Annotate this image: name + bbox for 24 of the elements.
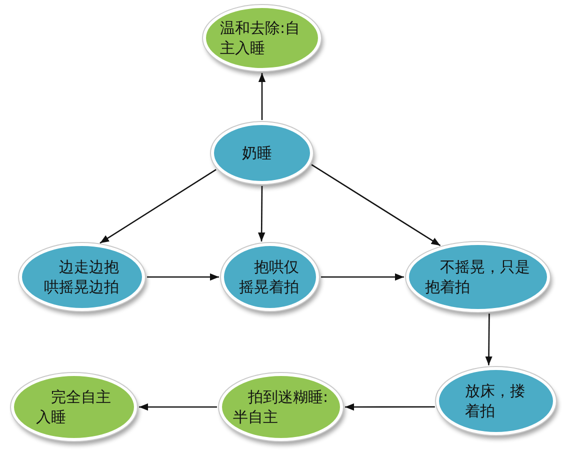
arrow (321, 273, 404, 281)
node-text: 放床，搂着拍 (465, 381, 526, 421)
ellipse-node (19, 243, 145, 311)
node-text: 温和去除:自主入睡 (220, 18, 302, 58)
arrow (100, 169, 216, 244)
ellipse-node (219, 373, 343, 441)
node-text: 完全自主入睡 (36, 387, 112, 427)
node-text: 不摇晃，只是抱着拍 (425, 257, 531, 297)
ellipse-node (203, 5, 321, 71)
node-text: 奶睡 (242, 143, 273, 163)
node-text: 拍到迷糊睡:半自主 (233, 387, 329, 427)
ellipse-node (211, 122, 313, 184)
arrow (345, 403, 435, 411)
node-text: 边走边抱哄摇晃边拍 (44, 257, 120, 297)
node-text: 抱哄仅摇晃着拍 (239, 257, 300, 297)
arrow (147, 273, 219, 281)
ellipse-node (436, 367, 556, 435)
arrow (258, 73, 266, 120)
ellipse-node (11, 373, 137, 441)
ellipse-node (221, 243, 319, 311)
arrow (139, 403, 217, 411)
arrow (485, 314, 492, 366)
arrow (258, 186, 266, 242)
arrow (311, 164, 441, 246)
